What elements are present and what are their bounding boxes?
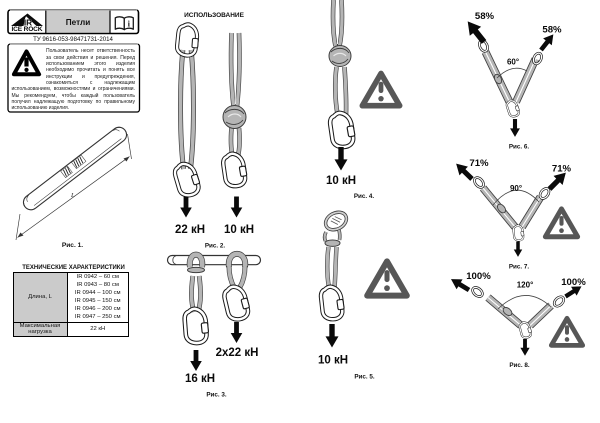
svg-text:22 кН: 22 кН <box>175 224 205 236</box>
svg-text:10 кН: 10 кН <box>318 355 348 367</box>
svg-text:Рис. 4.: Рис. 4. <box>354 193 375 200</box>
svg-text:Рис. 7.: Рис. 7. <box>509 264 530 271</box>
svg-text:60°: 60° <box>507 58 519 67</box>
svg-text:Рис. 2.: Рис. 2. <box>205 243 226 250</box>
svg-text:Рис. 8.: Рис. 8. <box>509 362 530 369</box>
svg-text:ТЕХНИЧЕСКИЕ ХАРАКТЕРИСТИКИ: ТЕХНИЧЕСКИЕ ХАРАКТЕРИСТИКИ <box>22 265 125 271</box>
svg-text:10 кН: 10 кН <box>224 224 254 236</box>
svg-text:90°: 90° <box>510 184 522 193</box>
svg-text:10 кН: 10 кН <box>326 175 356 187</box>
svg-text:Рис. 3.: Рис. 3. <box>206 392 227 399</box>
svg-text:71%: 71% <box>469 158 489 169</box>
svg-text:L: L <box>70 192 75 199</box>
svg-text:58%: 58% <box>542 25 562 36</box>
svg-text:71%: 71% <box>552 164 572 175</box>
svg-text:Рис. 6.: Рис. 6. <box>509 144 530 151</box>
svg-text:2x22 кН: 2x22 кН <box>216 347 259 359</box>
svg-text:i: i <box>128 19 131 29</box>
svg-text:100%: 100% <box>466 271 491 282</box>
svg-text:Петли: Петли <box>66 18 90 27</box>
svg-text:120°: 120° <box>517 281 534 290</box>
svg-text:IR: IR <box>24 17 32 27</box>
svg-text:Рис. 5.: Рис. 5. <box>354 374 375 381</box>
svg-text:100%: 100% <box>561 277 586 288</box>
svg-text:16 кН: 16 кН <box>185 373 215 385</box>
svg-text:58%: 58% <box>475 11 495 22</box>
svg-text:ИСПОЛЬЗОВАНИЕ: ИСПОЛЬЗОВАНИЕ <box>184 12 244 19</box>
svg-text:Рис. 1.: Рис. 1. <box>62 242 83 249</box>
svg-text:ТУ 9616-053-98471731-2014: ТУ 9616-053-98471731-2014 <box>33 36 113 43</box>
svg-text:ICE ROCK: ICE ROCK <box>12 26 43 33</box>
